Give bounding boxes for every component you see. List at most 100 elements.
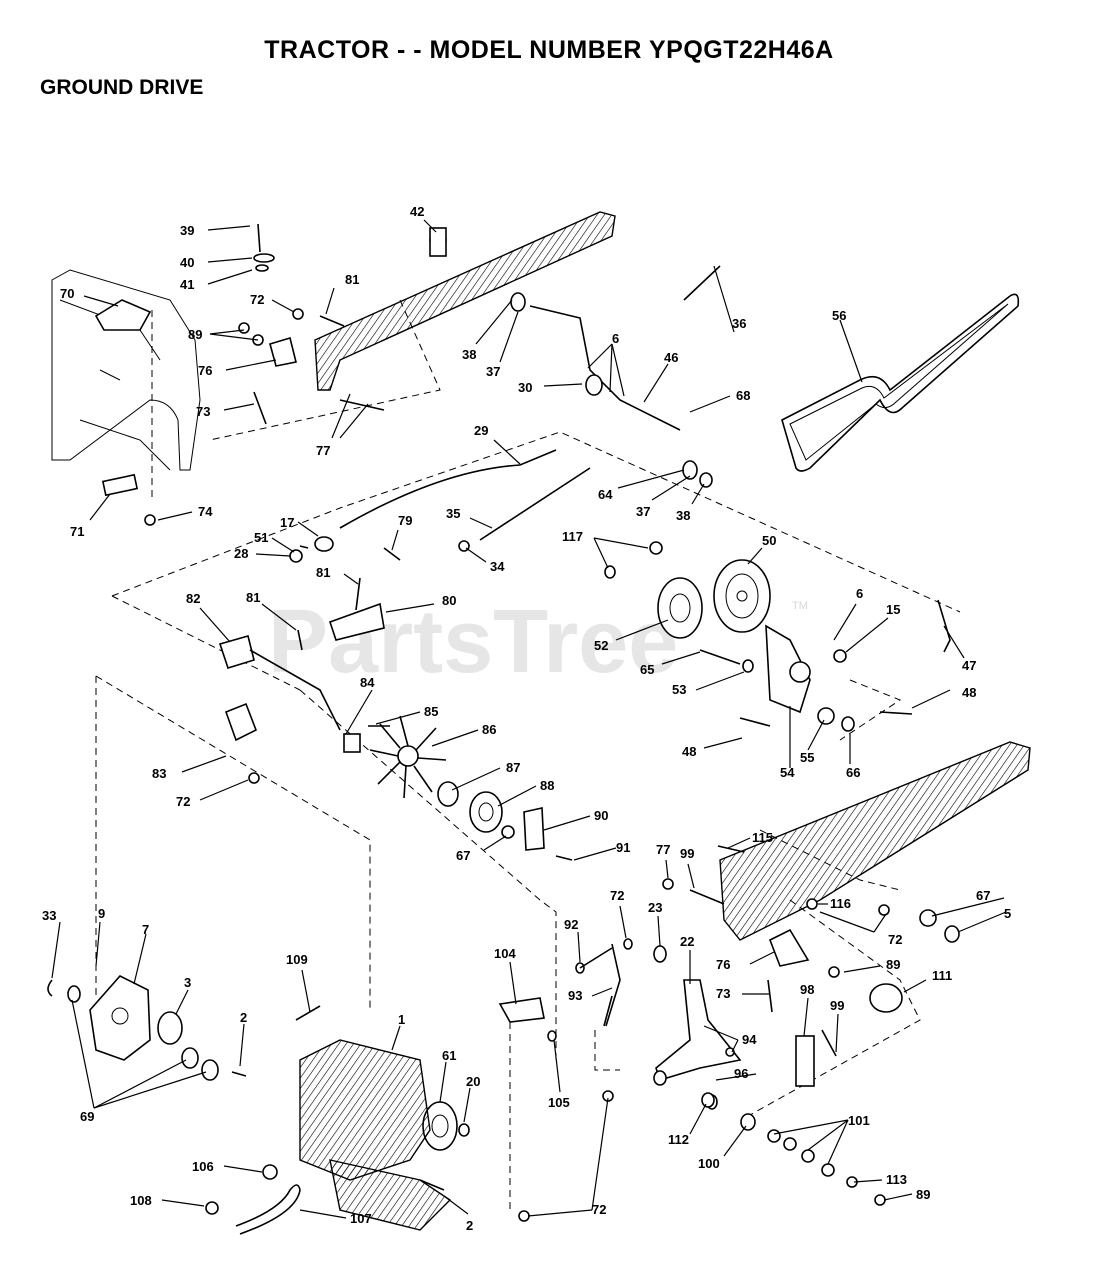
part-label: 70 [60,286,74,301]
part-label: 108 [130,1193,152,1208]
part-label: 37 [636,504,650,519]
part-label: 89 [886,957,900,972]
part-label: 6 [612,331,619,346]
part-label: 106 [192,1159,214,1174]
part-label: 91 [616,840,630,855]
washers-and-bolts [47,223,960,1222]
part-label: 72 [176,794,190,809]
part-label: 3 [184,975,191,990]
part-label: 77 [656,842,670,857]
part-label: 85 [424,704,438,719]
part-label: 76 [198,363,212,378]
cooling-fan [369,715,447,799]
linkage-rods [339,305,951,653]
part-label: 101 [848,1113,870,1128]
part-label: 76 [716,957,730,972]
part-label: 72 [250,292,264,307]
part-label: 117 [562,529,583,544]
part-label: 7 [142,922,149,937]
part-label: 35 [446,506,460,521]
part-label: 81 [345,272,359,287]
page-title: TRACTOR - - MODEL NUMBER YPQGT22H46A [264,36,834,64]
part-label: 86 [482,722,496,737]
part-label: 73 [716,986,730,1001]
part-label: 33 [42,908,56,923]
part-label: 82 [186,591,200,606]
part-label: 51 [254,530,268,545]
part-label: 72 [888,932,902,947]
part-label: 55 [800,750,814,765]
part-label: 61 [442,1048,456,1063]
part-label: 50 [762,533,776,548]
part-label: 81 [246,590,260,605]
part-label: 38 [462,347,476,362]
part-label: 93 [568,988,582,1003]
part-label: 66 [846,765,860,780]
part-label: 83 [152,766,166,781]
part-label: 6 [856,586,863,601]
part-label: 112 [668,1132,689,1147]
part-label: 79 [398,513,412,528]
part-label: 67 [456,848,470,863]
tube [235,1184,301,1235]
part-label: 105 [548,1095,570,1110]
part-label: 109 [286,952,308,967]
part-label: 20 [466,1074,480,1089]
part-label: 111 [932,968,952,983]
part-label: 2 [466,1218,473,1233]
part-label: 15 [886,602,900,617]
frame-rail-lower [719,741,1031,941]
leader-lines [51,219,1007,1219]
part-label: 29 [474,423,488,438]
pulley-88 [469,791,503,833]
part-label: 116 [830,896,851,911]
part-label: 42 [410,204,424,219]
assembly-dashed-lines [95,299,961,1210]
part-label: 107 [350,1211,372,1226]
part-label: 84 [360,675,375,690]
part-label: 65 [640,662,654,677]
part-label: 68 [736,388,750,403]
part-label: 38 [676,508,690,523]
part-label: 113 [886,1172,907,1187]
part-label: 22 [680,934,694,949]
part-label: 64 [598,487,613,502]
part-label: 88 [540,778,554,793]
part-label: 41 [180,277,194,292]
part-label: 46 [664,350,678,365]
part-label: 2 [240,1010,247,1025]
part-label: 71 [70,524,84,539]
part-number-labels: 39 40 41 42 70 72 81 89 76 73 77 38 37 3… [42,204,1011,1233]
part-label: 115 [752,830,773,845]
part-label: 69 [80,1109,94,1124]
part-label: 73 [196,404,210,419]
part-label: 52 [594,638,608,653]
pulley-50 [713,559,771,633]
part-label: 99 [830,998,844,1013]
part-label: 104 [494,946,516,961]
part-label: 72 [592,1202,606,1217]
part-label: 90 [594,808,608,823]
part-label: 23 [648,900,662,915]
part-label: 89 [916,1187,930,1202]
frame-rail-upper [314,211,616,391]
part-label: 81 [316,565,330,580]
lever-bracket [655,979,742,1081]
part-label: 28 [234,546,248,561]
part-label: 94 [742,1032,757,1047]
part-label: 53 [672,682,686,697]
wheel-hub [89,975,151,1061]
part-label: 96 [734,1066,748,1081]
part-label: 74 [198,504,213,519]
part-label: 87 [506,760,520,775]
part-label: 48 [682,744,696,759]
part-label: 67 [976,888,990,903]
part-label: 56 [832,308,846,323]
part-label: 17 [280,515,294,530]
part-label: 34 [490,559,505,574]
part-label: 1 [398,1012,405,1027]
part-label: 80 [442,593,456,608]
part-label: 89 [188,327,202,342]
part-label: 54 [780,765,795,780]
